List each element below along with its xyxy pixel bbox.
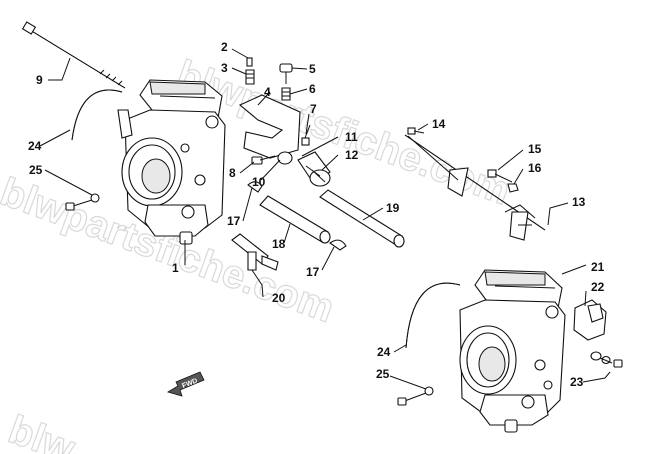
callout-15: 15 [528,142,542,156]
throttle-bracket[interactable] [238,94,301,159]
callout-2: 2 [221,40,228,54]
long-screw[interactable] [21,21,126,89]
throttle-shaft[interactable] [404,134,546,241]
callout-7: 7 [310,102,317,116]
screw-15-nut-16[interactable] [487,169,519,193]
callout-labels: 1 2 3 4 5 6 7 8 9 10 11 12 13 14 15 16 1… [28,40,605,389]
callout-9: 9 [36,73,43,87]
hose-clamps[interactable] [247,181,347,251]
throttle-position-sensor[interactable] [573,299,607,341]
right-carburetor[interactable] [459,269,566,433]
callout-25-left: 25 [29,163,43,177]
callout-12: 12 [345,148,359,162]
callout-10: 10 [252,175,266,189]
sensor-fasteners[interactable] [590,351,623,368]
callout-14: 14 [432,117,446,131]
callout-23: 23 [570,375,584,389]
callout-13: 13 [572,195,586,209]
callout-20: 20 [272,291,286,305]
callout-17-lower: 17 [306,265,320,279]
connector-hose[interactable] [259,195,331,244]
vent-tube-right[interactable] [405,282,461,349]
callout-22: 22 [591,280,605,294]
callout-11: 11 [345,130,358,144]
callout-17-upper: 17 [227,214,241,228]
tee-fitting[interactable] [231,233,279,271]
callout-1: 1 [172,261,179,275]
callout-25-right: 25 [376,367,390,381]
callout-3: 3 [221,61,228,75]
watermark-text-corner: blw [3,407,82,454]
callout-8: 8 [229,166,236,180]
screw-25-left[interactable] [65,193,100,211]
screw-14[interactable] [407,127,425,135]
throttle-spring-collar[interactable] [277,151,331,187]
callout-18: 18 [272,237,286,251]
leader-lines [39,48,611,390]
callout-19: 19 [386,201,400,215]
callout-16: 16 [528,161,542,175]
callout-24-right: 24 [377,345,391,359]
screw-25-right[interactable] [397,386,434,406]
callout-21: 21 [591,260,605,274]
vent-tube-left[interactable] [71,89,123,141]
left-carburetor[interactable] [117,79,226,245]
bracket-fasteners[interactable] [245,57,311,165]
forward-arrow: FWD [167,371,205,397]
balance-tube[interactable] [319,189,405,248]
callout-24-left: 24 [28,139,42,153]
callout-6: 6 [309,82,316,96]
callout-4: 4 [264,85,271,99]
callout-5: 5 [309,62,316,76]
